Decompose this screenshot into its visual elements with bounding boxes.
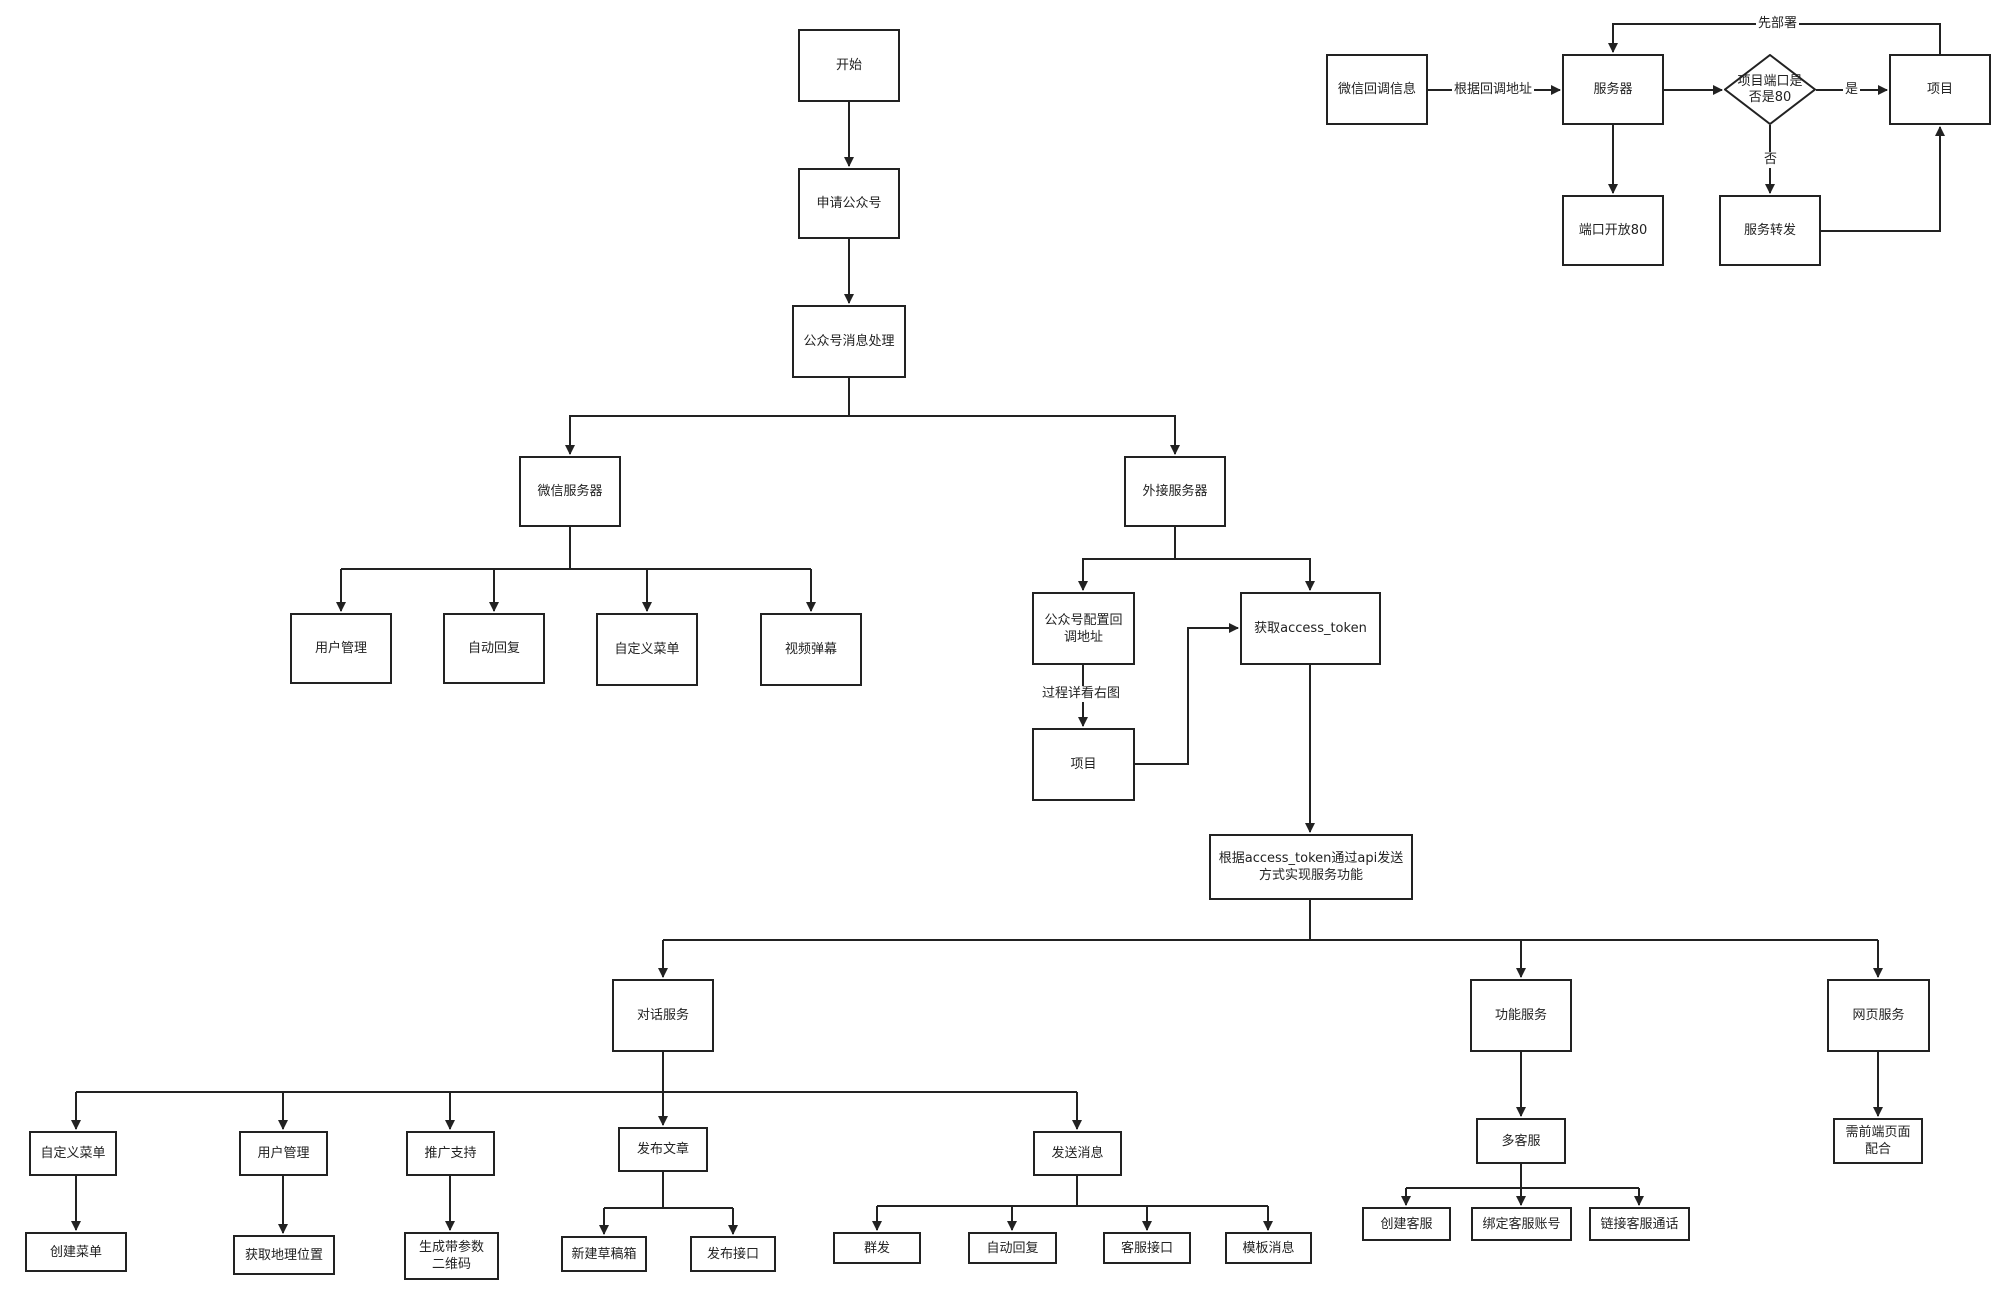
node-link-cs: 链接客服通话 <box>1589 1207 1690 1241</box>
edge-label-detail: 过程详看右图 <box>1040 686 1123 702</box>
edge-project-token <box>1135 623 1239 765</box>
node-publish-article: 发布文章 <box>618 1127 708 1172</box>
node-service-forward: 服务转发 <box>1719 195 1821 266</box>
node-cs-api: 客服接口 <box>1103 1232 1191 1264</box>
node-send-message: 发送消息 <box>1033 1131 1122 1176</box>
node-qrcode: 生成带参数 二维码 <box>404 1232 499 1280</box>
node-user-management: 用户管理 <box>290 613 392 684</box>
node-wechat-callback: 微信回调信息 <box>1326 54 1428 125</box>
node-frontend-required: 需前端页面 配合 <box>1833 1118 1923 1164</box>
node-publish-api: 发布接口 <box>690 1236 776 1272</box>
edge-bus-ext <box>849 415 1180 455</box>
node-multi-cs: 多客服 <box>1476 1118 1566 1164</box>
node-template-message: 模板消息 <box>1225 1232 1312 1264</box>
node-external-server: 外接服务器 <box>1124 456 1226 527</box>
node-message-handling: 公众号消息处理 <box>792 305 906 378</box>
node-custom-menu-2: 自定义菜单 <box>29 1131 117 1176</box>
node-promotion: 推广支持 <box>406 1131 495 1176</box>
node-port-open-80: 端口开放80 <box>1562 195 1664 266</box>
node-config-callback: 公众号配置回 调地址 <box>1032 592 1135 665</box>
edge-label-no: 否 <box>1762 152 1780 168</box>
edge-ext-token <box>1175 558 1315 591</box>
node-port-check: 项目端口是 否是80 <box>1724 54 1816 125</box>
node-create-cs: 创建客服 <box>1362 1207 1451 1241</box>
node-get-access-token: 获取access_token <box>1240 592 1381 665</box>
node-wechat-server: 微信服务器 <box>519 456 621 527</box>
edge-label-by-callback: 根据回调地址 <box>1452 82 1535 98</box>
node-create-menu: 创建菜单 <box>25 1232 127 1272</box>
node-bind-cs: 绑定客服账号 <box>1471 1207 1572 1241</box>
edge-bus-wx <box>565 415 849 455</box>
node-dialog-service: 对话服务 <box>612 979 714 1052</box>
node-auto-reply-2: 自动回复 <box>968 1232 1057 1264</box>
edge-label-yes: 是 <box>1843 82 1861 98</box>
node-video-danmu: 视频弹幕 <box>760 613 862 686</box>
node-tr-server: 服务器 <box>1562 54 1664 125</box>
node-user-management-2: 用户管理 <box>239 1131 328 1176</box>
node-web-service: 网页服务 <box>1827 979 1930 1052</box>
node-get-location: 获取地理位置 <box>233 1235 335 1275</box>
node-new-draft: 新建草稿箱 <box>561 1236 647 1272</box>
node-start: 开始 <box>798 29 900 102</box>
node-apply-account: 申请公众号 <box>798 168 900 239</box>
node-mass-send: 群发 <box>833 1232 921 1264</box>
edge-forward-project <box>1821 126 1945 232</box>
edge-label-deploy-first: 先部署 <box>1756 16 1800 32</box>
node-project: 项目 <box>1032 728 1135 801</box>
node-tr-project: 项目 <box>1889 54 1991 125</box>
node-function-service: 功能服务 <box>1470 979 1572 1052</box>
diamond-shape <box>1724 54 1816 125</box>
node-api-send: 根据access_token通过api发送 方式实现服务功能 <box>1209 834 1413 900</box>
node-custom-menu: 自定义菜单 <box>596 613 698 686</box>
node-auto-reply: 自动回复 <box>443 613 545 684</box>
edge-ext-cfg <box>1078 558 1175 591</box>
